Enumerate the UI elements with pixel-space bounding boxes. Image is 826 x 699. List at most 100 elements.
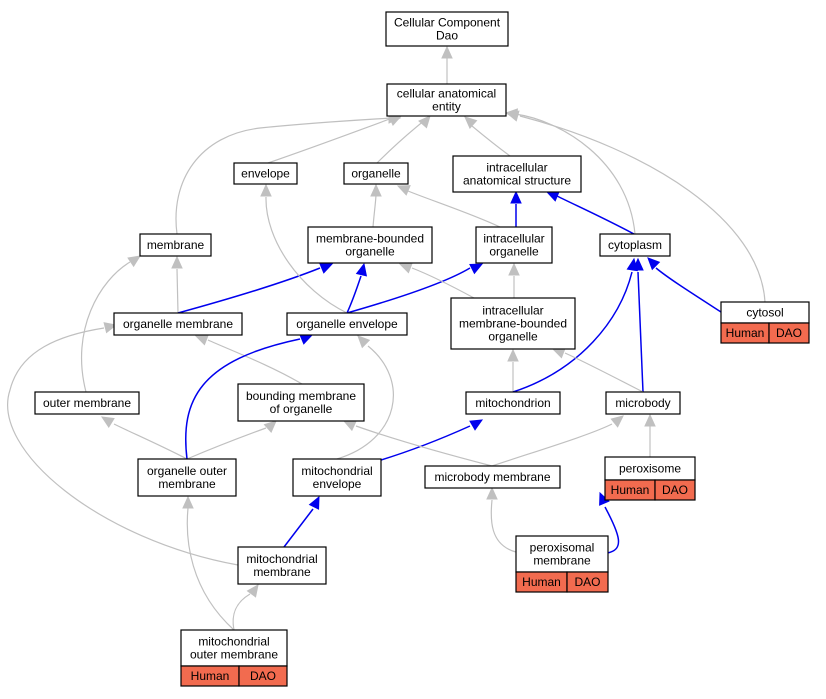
edge-mm-om: [7, 322, 239, 566]
edge-oe-io: [346, 263, 484, 314]
node-label: membrane: [253, 565, 311, 579]
node-label: Cellular Component: [394, 16, 501, 30]
node-box: [237, 546, 327, 585]
node-label: organelle: [351, 167, 401, 181]
node-organelle[interactable]: organelle: [343, 162, 409, 185]
node-box: [34, 391, 140, 415]
node-label: entity: [432, 100, 461, 114]
node-box: [343, 162, 409, 185]
dao-tag-label: DAO: [574, 575, 600, 589]
edge-oom-outer: [100, 416, 188, 460]
node-label: bounding membrane: [246, 389, 356, 403]
dao-tag: [768, 322, 810, 344]
node-box: [385, 11, 509, 47]
edge-microbody-imbo: [551, 347, 644, 393]
node-outer[interactable]: outer membrane: [34, 391, 140, 415]
node-box: [465, 391, 561, 415]
node-label: cellular anatomical: [397, 87, 496, 101]
edge-om-mbo: [177, 263, 334, 314]
node-box: [286, 312, 408, 336]
node-box: [137, 458, 237, 497]
node-label: organelle: [488, 330, 538, 344]
node-label: intracellular: [486, 161, 547, 175]
node-om[interactable]: organelle membrane: [113, 312, 243, 336]
dao-tag-label: DAO: [250, 669, 276, 683]
node-label: outer membrane: [43, 396, 131, 410]
node-label: membrane: [158, 477, 216, 491]
dao-tag: [654, 479, 696, 501]
edge-perox-microbody: [644, 413, 656, 457]
edge-envelope-cae: [267, 115, 403, 164]
edge-om-membrane: [171, 255, 183, 314]
node-label: microbody membrane: [434, 470, 550, 484]
node-label: mitochondrion: [475, 396, 550, 410]
node-box: [237, 383, 365, 422]
human-tag-label: Human: [191, 669, 230, 683]
edge-organelle-cae: [376, 115, 431, 164]
human-tag-label: Human: [611, 483, 650, 497]
node-box: [605, 391, 681, 415]
node-microbody[interactable]: microbody: [605, 391, 681, 415]
node-box: [292, 458, 382, 497]
edge-me-mito: [380, 419, 484, 461]
node-membrane[interactable]: membrane: [139, 233, 212, 257]
node-box: [139, 233, 212, 257]
edge-cytosol-cae: [505, 110, 766, 303]
edge-oom-bmo: [186, 420, 277, 460]
edge-mom-oom: [182, 495, 235, 631]
dao-tag: [566, 571, 609, 593]
edge-me-oe: [336, 335, 394, 460]
node-label: cytosol: [746, 306, 783, 320]
node-oe[interactable]: organelle envelope: [286, 312, 408, 336]
edge-pm-mbm: [486, 486, 517, 553]
node-label: mitochondrial: [246, 552, 317, 566]
node-box: [386, 83, 507, 117]
edge-bmo-om: [194, 334, 303, 385]
edge-io-ias: [510, 190, 522, 227]
node-box: [450, 297, 576, 350]
node-label: organelle: [489, 245, 539, 259]
node-label: intracellular: [483, 232, 544, 246]
node-box: [452, 155, 582, 193]
edge-cytoplasm-ias: [545, 191, 635, 235]
edge-imbo-io: [508, 262, 520, 298]
node-box: [515, 535, 609, 573]
node-label: peroxisomal: [530, 541, 595, 555]
node-label: organelle outer: [147, 464, 227, 478]
node-label: Dao: [436, 29, 458, 43]
node-box: [475, 226, 553, 264]
edge-cae-root: [441, 45, 453, 84]
edge-cytosol-cytoplasm: [647, 257, 722, 313]
node-label: organelle membrane: [123, 317, 233, 331]
node-mito[interactable]: mitochondrion: [465, 391, 561, 415]
edge-microbody-cytoplasm: [632, 257, 644, 393]
node-envelope[interactable]: envelope: [233, 162, 298, 185]
dao-tag: [238, 665, 288, 687]
node-box: [424, 465, 561, 489]
node-box: [113, 312, 243, 336]
human-tag-label: Human: [522, 575, 561, 589]
node-box: [233, 162, 298, 185]
node-cytoplasm[interactable]: cytoplasm: [599, 233, 671, 257]
edge-mito-imbo: [507, 348, 519, 392]
dao-tag-label: DAO: [662, 483, 688, 497]
node-label: intracellular: [482, 304, 543, 318]
node-label: peroxisome: [619, 462, 681, 476]
edge-oe-mbo: [346, 262, 368, 314]
node-mbm[interactable]: microbody membrane: [424, 465, 561, 489]
node-box: [180, 629, 288, 667]
